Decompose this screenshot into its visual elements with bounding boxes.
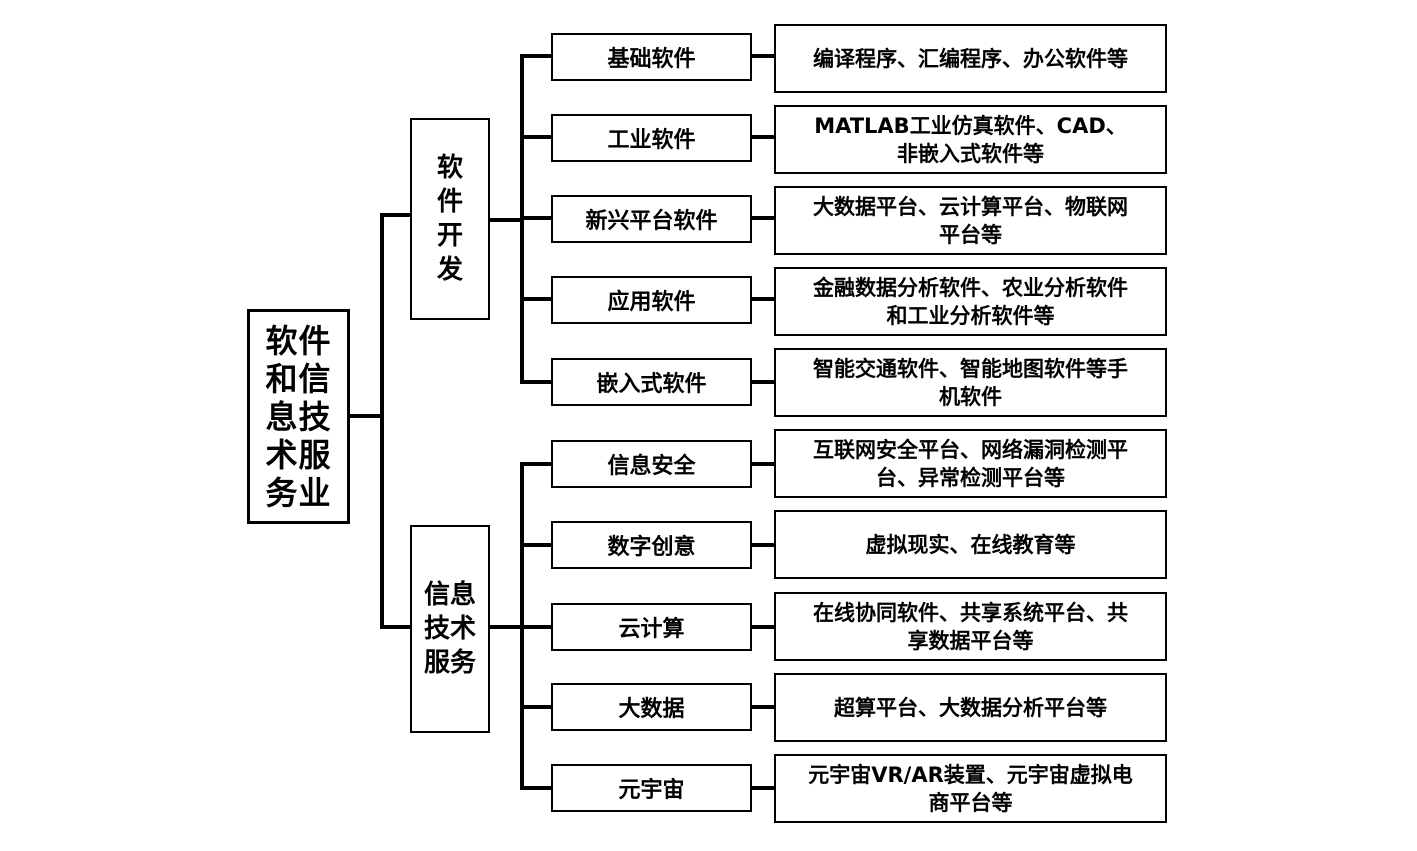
category-label: 嵌入式软件 bbox=[596, 372, 707, 397]
category-label: 基础软件 bbox=[607, 47, 696, 72]
description-text: 元宇宙VR/AR装置、元宇宙虚拟电商平台等 bbox=[808, 762, 1133, 815]
category-node: 嵌入式软件 bbox=[551, 358, 752, 406]
category-label: 应用软件 bbox=[607, 290, 696, 315]
category-label: 数字创意 bbox=[607, 535, 696, 560]
description-node: 互联网安全平台、网络漏洞检测平台、异常检测平台等 bbox=[774, 429, 1167, 498]
branch-software-development: 软件开发 bbox=[410, 118, 490, 320]
category-label: 大数据 bbox=[618, 697, 685, 722]
description-text: 大数据平台、云计算平台、物联网平台等 bbox=[813, 194, 1128, 247]
description-node: 金融数据分析软件、农业分析软件和工业分析软件等 bbox=[774, 267, 1167, 336]
description-text: 虚拟现实、在线教育等 bbox=[865, 532, 1076, 557]
description-text: 互联网安全平台、网络漏洞检测平台、异常检测平台等 bbox=[813, 437, 1128, 490]
description-text: 超算平台、大数据分析平台等 bbox=[834, 695, 1107, 720]
category-node: 信息安全 bbox=[551, 440, 752, 488]
category-label: 云计算 bbox=[618, 617, 685, 642]
root-label: 软件和信息技术服务业 bbox=[265, 321, 332, 512]
category-node: 基础软件 bbox=[551, 33, 752, 81]
category-label: 新兴平台软件 bbox=[585, 209, 718, 234]
description-text: 智能交通软件、智能地图软件等手机软件 bbox=[813, 356, 1128, 409]
description-node: 元宇宙VR/AR装置、元宇宙虚拟电商平台等 bbox=[774, 754, 1167, 823]
root-node: 软件和信息技术服务业 bbox=[247, 309, 350, 524]
category-node: 云计算 bbox=[551, 603, 752, 651]
category-node: 工业软件 bbox=[551, 114, 752, 162]
description-node: 智能交通软件、智能地图软件等手机软件 bbox=[774, 348, 1167, 417]
category-label: 元宇宙 bbox=[618, 778, 685, 803]
category-node: 应用软件 bbox=[551, 276, 752, 324]
category-node: 大数据 bbox=[551, 683, 752, 731]
branch-label: 软件开发 bbox=[436, 153, 463, 285]
description-text: 在线协同软件、共享系统平台、共享数据平台等 bbox=[813, 600, 1128, 653]
description-node: 超算平台、大数据分析平台等 bbox=[774, 673, 1167, 742]
description-text: MATLAB工业仿真软件、CAD、非嵌入式软件等 bbox=[814, 113, 1127, 166]
description-text: 金融数据分析软件、农业分析软件和工业分析软件等 bbox=[813, 275, 1128, 328]
description-node: 虚拟现实、在线教育等 bbox=[774, 510, 1167, 579]
description-node: MATLAB工业仿真软件、CAD、非嵌入式软件等 bbox=[774, 105, 1167, 174]
description-text: 编译程序、汇编程序、办公软件等 bbox=[813, 46, 1128, 71]
category-label: 工业软件 bbox=[607, 128, 696, 153]
description-node: 编译程序、汇编程序、办公软件等 bbox=[774, 24, 1167, 93]
category-label: 信息安全 bbox=[607, 454, 696, 479]
description-node: 大数据平台、云计算平台、物联网平台等 bbox=[774, 186, 1167, 255]
description-node: 在线协同软件、共享系统平台、共享数据平台等 bbox=[774, 592, 1167, 661]
branch-it-services: 信息技术服务 bbox=[410, 525, 490, 733]
branch-label: 信息技术服务 bbox=[423, 580, 476, 678]
category-node: 数字创意 bbox=[551, 521, 752, 569]
category-node: 元宇宙 bbox=[551, 764, 752, 812]
category-node: 新兴平台软件 bbox=[551, 195, 752, 243]
